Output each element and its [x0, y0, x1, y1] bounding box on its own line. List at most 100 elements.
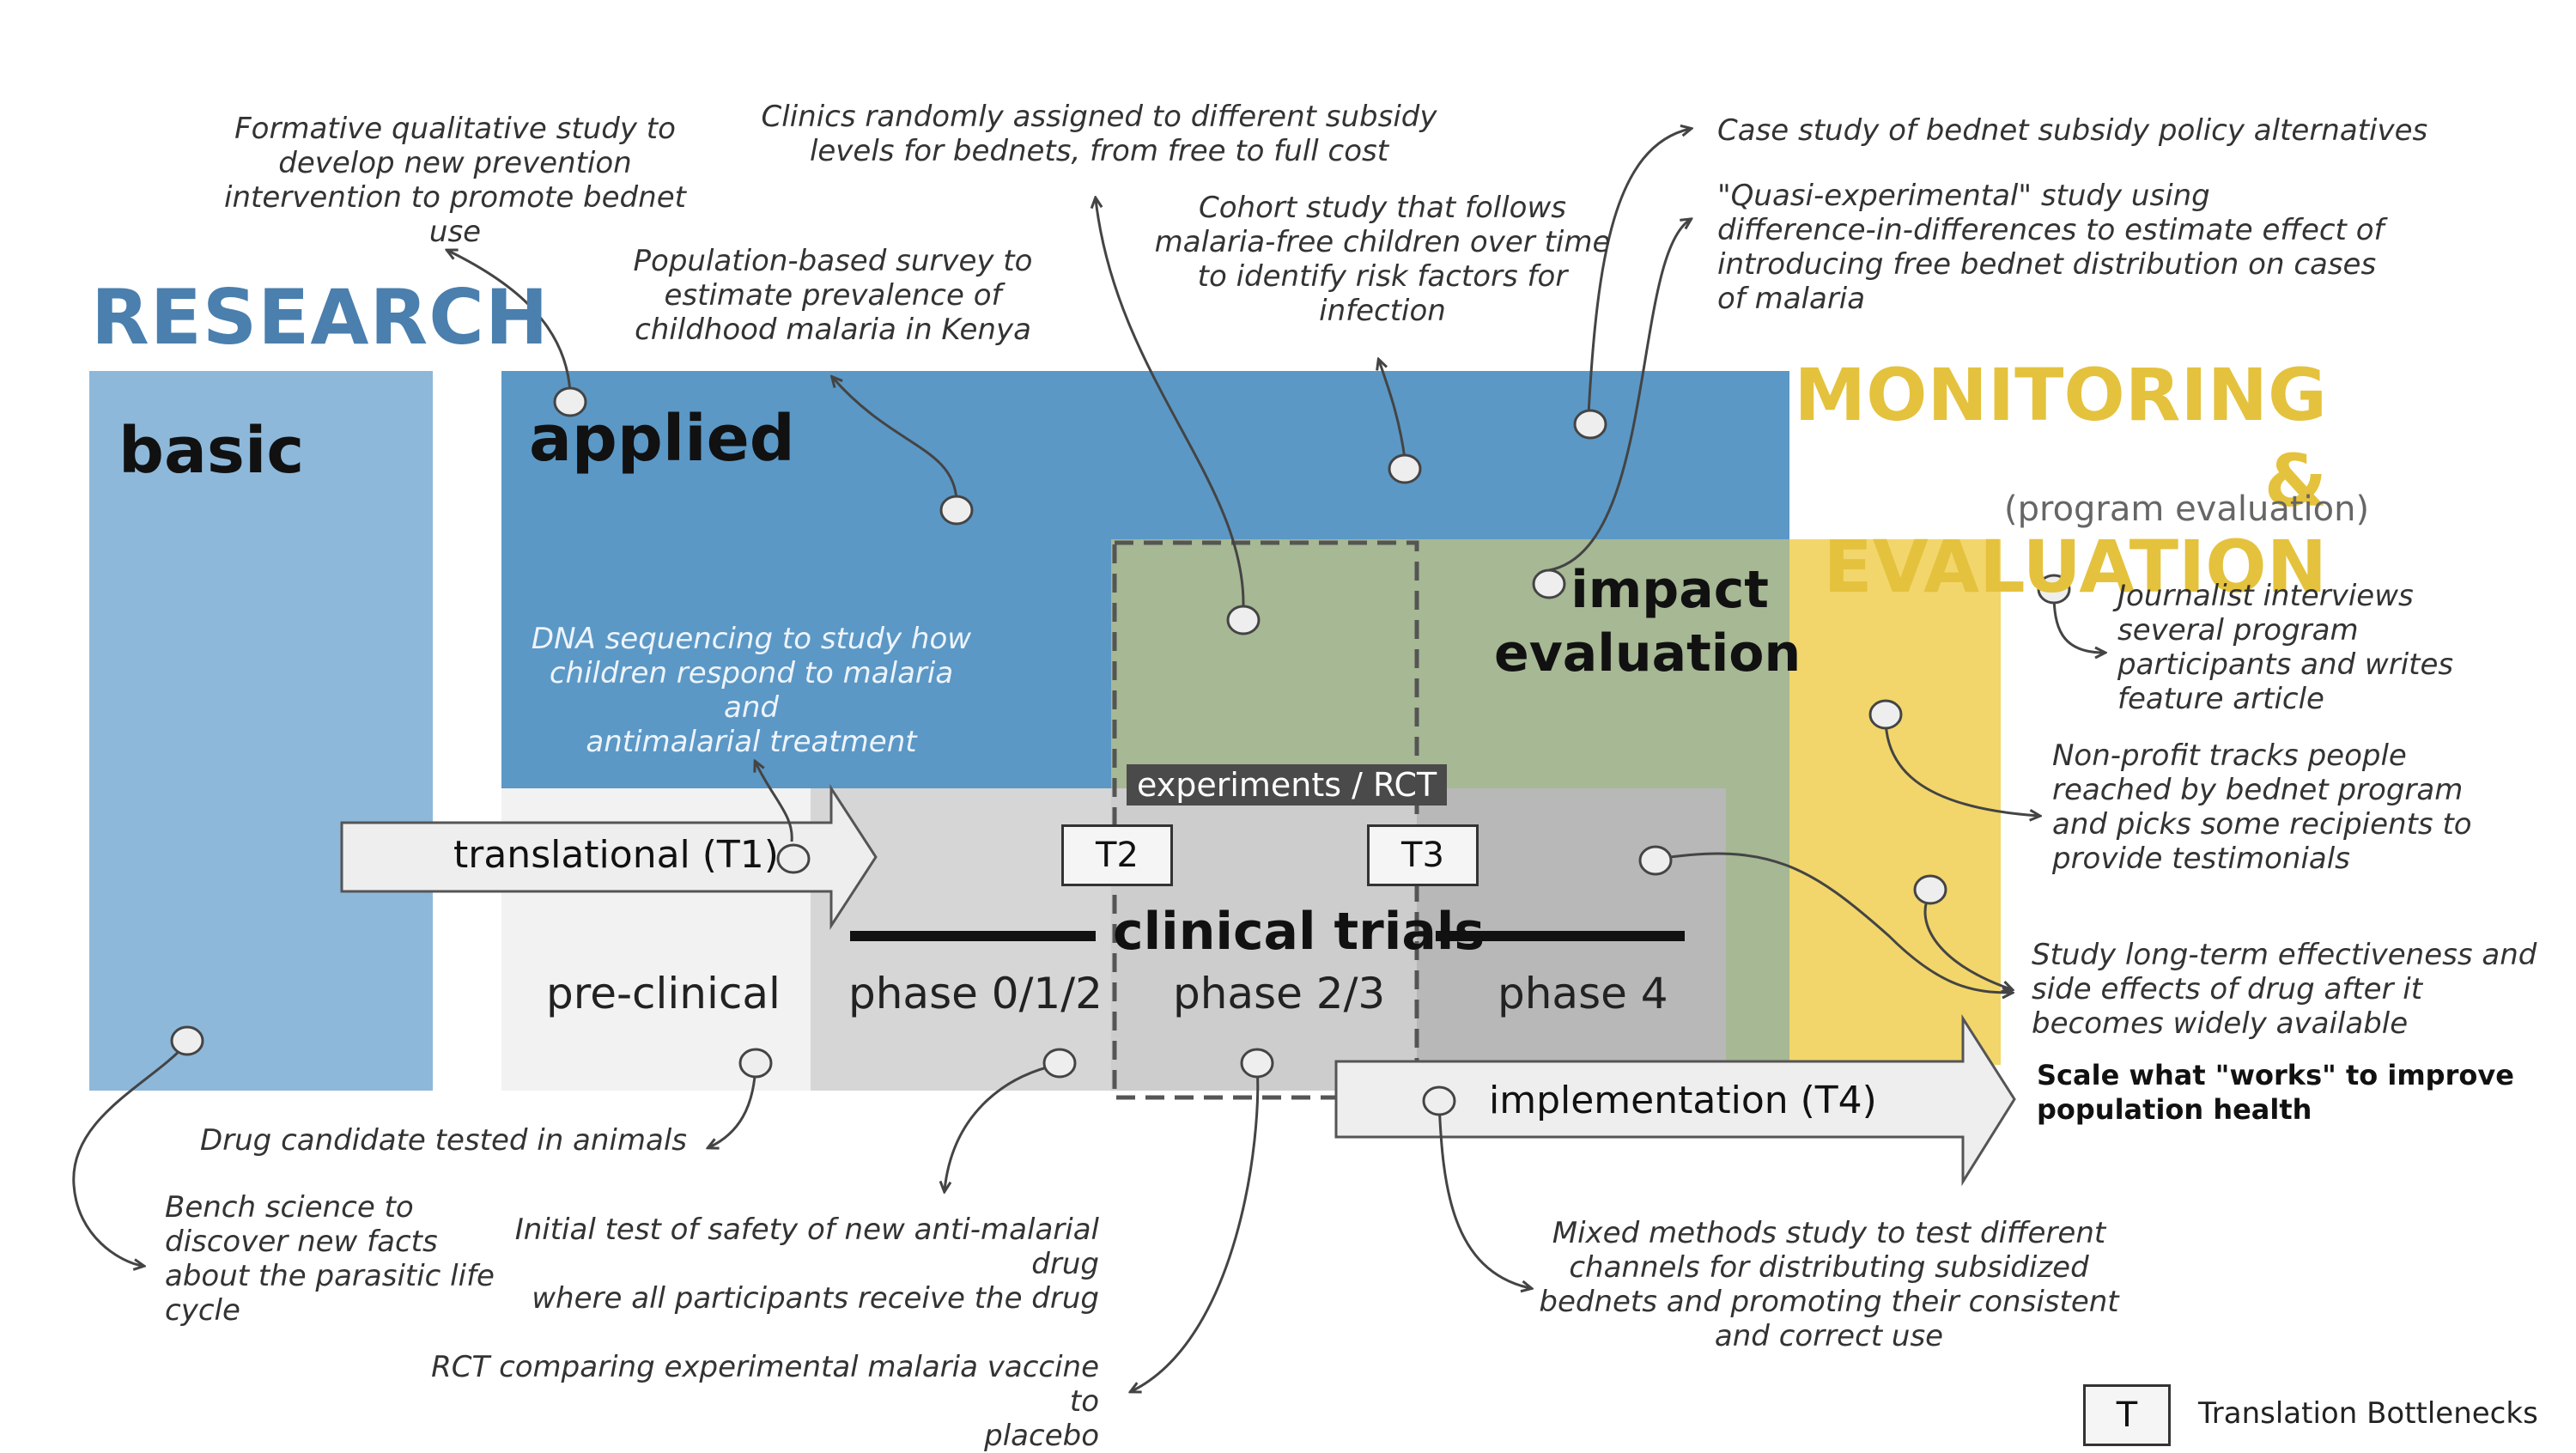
node-initial — [1042, 1048, 1077, 1079]
me-heading-line1: MONITORING — [1794, 353, 2327, 437]
note-line: discover new facts — [165, 1225, 438, 1259]
note-line: Non-profit tracks people — [2052, 739, 2407, 773]
phase-23-label: phase 2/3 — [1173, 969, 1386, 1018]
note-line: population health — [2037, 1093, 2312, 1126]
note-line: channels for distributing subsidized — [1569, 1250, 2089, 1285]
note-line: Bench science to — [165, 1190, 414, 1225]
note-line: "Quasi-experimental" study using — [1717, 179, 2210, 213]
note-line: RCT comparing experimental malaria vacci… — [431, 1350, 1099, 1419]
connector-cohort — [1379, 361, 1406, 459]
connector-formative — [448, 251, 572, 394]
note-bench: Bench science to discover new facts abou… — [165, 1190, 508, 1328]
note-population: Population-based survey to estimate prev… — [618, 244, 1048, 347]
connector-drug — [709, 1064, 757, 1147]
node-drug — [738, 1048, 773, 1079]
note-journalist: Journalist interviews several program pa… — [2117, 579, 2478, 716]
basic-region — [89, 371, 433, 1091]
connector-case-study — [1587, 129, 1690, 415]
experiments-label: experiments / RCT — [1127, 764, 1448, 806]
note-drug-candidate: Drug candidate tested in animals — [172, 1123, 687, 1158]
node-clinics — [1226, 605, 1261, 635]
legend-symbol: T — [2083, 1384, 2171, 1446]
note-line: and correct use — [1714, 1319, 1944, 1353]
note-line: about the parasitic life — [165, 1259, 495, 1293]
note-line: several program — [2117, 613, 2359, 647]
note-line: where all participants receive the drug — [532, 1281, 1099, 1316]
note-line: to identify risk factors for — [1197, 259, 1568, 294]
clinical-trials-label: clinical trials — [1113, 902, 1485, 962]
note-formative: Formative qualitative study to develop n… — [197, 112, 713, 249]
node-nonprofit — [1868, 699, 1903, 730]
note-line: becomes widely available — [2032, 1006, 2409, 1041]
me-subheading: (program evaluation) — [2004, 489, 2370, 529]
scale-note: Scale what "works" to improve population… — [2037, 1058, 2518, 1127]
note-line: provide testimonials — [2052, 842, 2350, 876]
connector-clinics — [1096, 199, 1245, 607]
note-line: children respond to malaria and — [549, 656, 954, 725]
phase-4-label: phase 4 — [1498, 969, 1668, 1018]
note-dna: DNA sequencing to study how children res… — [524, 622, 979, 759]
node-bench — [170, 1025, 204, 1056]
note-line: childhood malaria in Kenya — [635, 313, 1031, 347]
me-heading-line2: & EVALUATION — [1823, 439, 2327, 609]
note-nonprofit: Non-profit tracks people reached by bedn… — [2052, 739, 2533, 876]
note-line: Population-based survey to — [633, 244, 1033, 278]
node-rct — [1240, 1048, 1274, 1079]
note-line: develop new prevention — [278, 146, 632, 180]
impact-label-line2: evaluation — [1494, 623, 1801, 684]
t1-arrow — [340, 783, 878, 931]
note-line: antimalarial treatment — [586, 725, 917, 759]
note-line: introducing free bednet distribution on … — [1717, 247, 2377, 282]
note-initial-test: Initial test of safety of new anti-malar… — [464, 1213, 1099, 1316]
node-longterm — [1638, 845, 1673, 876]
note-mixed: Mixed methods study to test different ch… — [1528, 1216, 2129, 1353]
note-line: Case study of bednet subsidy policy alte… — [1717, 113, 2428, 148]
phase-012-label: phase 0/1/2 — [848, 969, 1103, 1018]
note-line: Study long-term effectiveness and — [2032, 938, 2537, 972]
t3-bottleneck-box: T3 — [1367, 824, 1479, 886]
note-line: levels for bednets, from free to full co… — [809, 134, 1389, 168]
connector-quasi — [1548, 220, 1690, 572]
node-mixed — [1422, 1085, 1456, 1116]
applied-label: applied — [529, 402, 795, 476]
note-line: of malaria — [1717, 282, 1866, 316]
node-dna — [776, 843, 811, 874]
node-quasi — [1532, 568, 1566, 599]
note-case-study: Case study of bednet subsidy policy alte… — [1717, 113, 2490, 148]
note-line: DNA sequencing to study how — [531, 622, 972, 656]
note-line: difference-in-differences to estimate ef… — [1717, 213, 2385, 247]
note-line: cycle — [165, 1293, 240, 1328]
note-line: feature article — [2117, 682, 2324, 716]
connector-nonprofit — [1884, 717, 2038, 816]
connector-mixed — [1437, 1102, 1530, 1288]
note-line: reached by bednet program — [2052, 773, 2464, 807]
note-line: intervention to promote bednet use — [224, 180, 686, 249]
legend-label: Translation Bottlenecks — [2198, 1396, 2538, 1431]
note-line: Journalist interviews — [2117, 579, 2414, 613]
research-heading: RESEARCH — [91, 273, 550, 362]
me-region — [1789, 539, 2001, 1065]
me-heading: MONITORING & EVALUATION — [1786, 352, 2327, 610]
note-longterm: Study long-term effectiveness and side e… — [2032, 938, 2547, 1041]
note-cohort: Cohort study that follows malaria-free c… — [1142, 191, 1623, 328]
t2-bottleneck-box: T2 — [1061, 824, 1173, 886]
note-line: estimate prevalence of — [664, 278, 1002, 313]
node-nonprofit2 — [1913, 874, 1947, 905]
note-line: Scale what "works" to improve — [2037, 1059, 2514, 1091]
note-line: participants and writes — [2117, 647, 2454, 682]
note-line: Initial test of safety of new anti-malar… — [514, 1213, 1099, 1281]
note-clinics: Clinics randomly assigned to different s… — [756, 100, 1443, 168]
node-formative — [553, 386, 587, 417]
note-line: malaria-free children over time — [1154, 225, 1611, 259]
note-line: infection — [1319, 294, 1446, 328]
note-line: side effects of drug after it — [2032, 972, 2423, 1006]
note-line: Cohort study that follows — [1199, 191, 1566, 225]
experiments-dashed-box — [1112, 540, 1419, 1100]
note-line: Drug candidate tested in animals — [199, 1123, 687, 1158]
connector-population — [833, 378, 958, 501]
connector-bench — [72, 1042, 189, 1266]
note-line: placebo — [984, 1419, 1099, 1453]
preclinical-label: pre-clinical — [546, 969, 781, 1018]
connector-longterm — [1658, 852, 2011, 993]
basic-label: basic — [118, 414, 305, 488]
